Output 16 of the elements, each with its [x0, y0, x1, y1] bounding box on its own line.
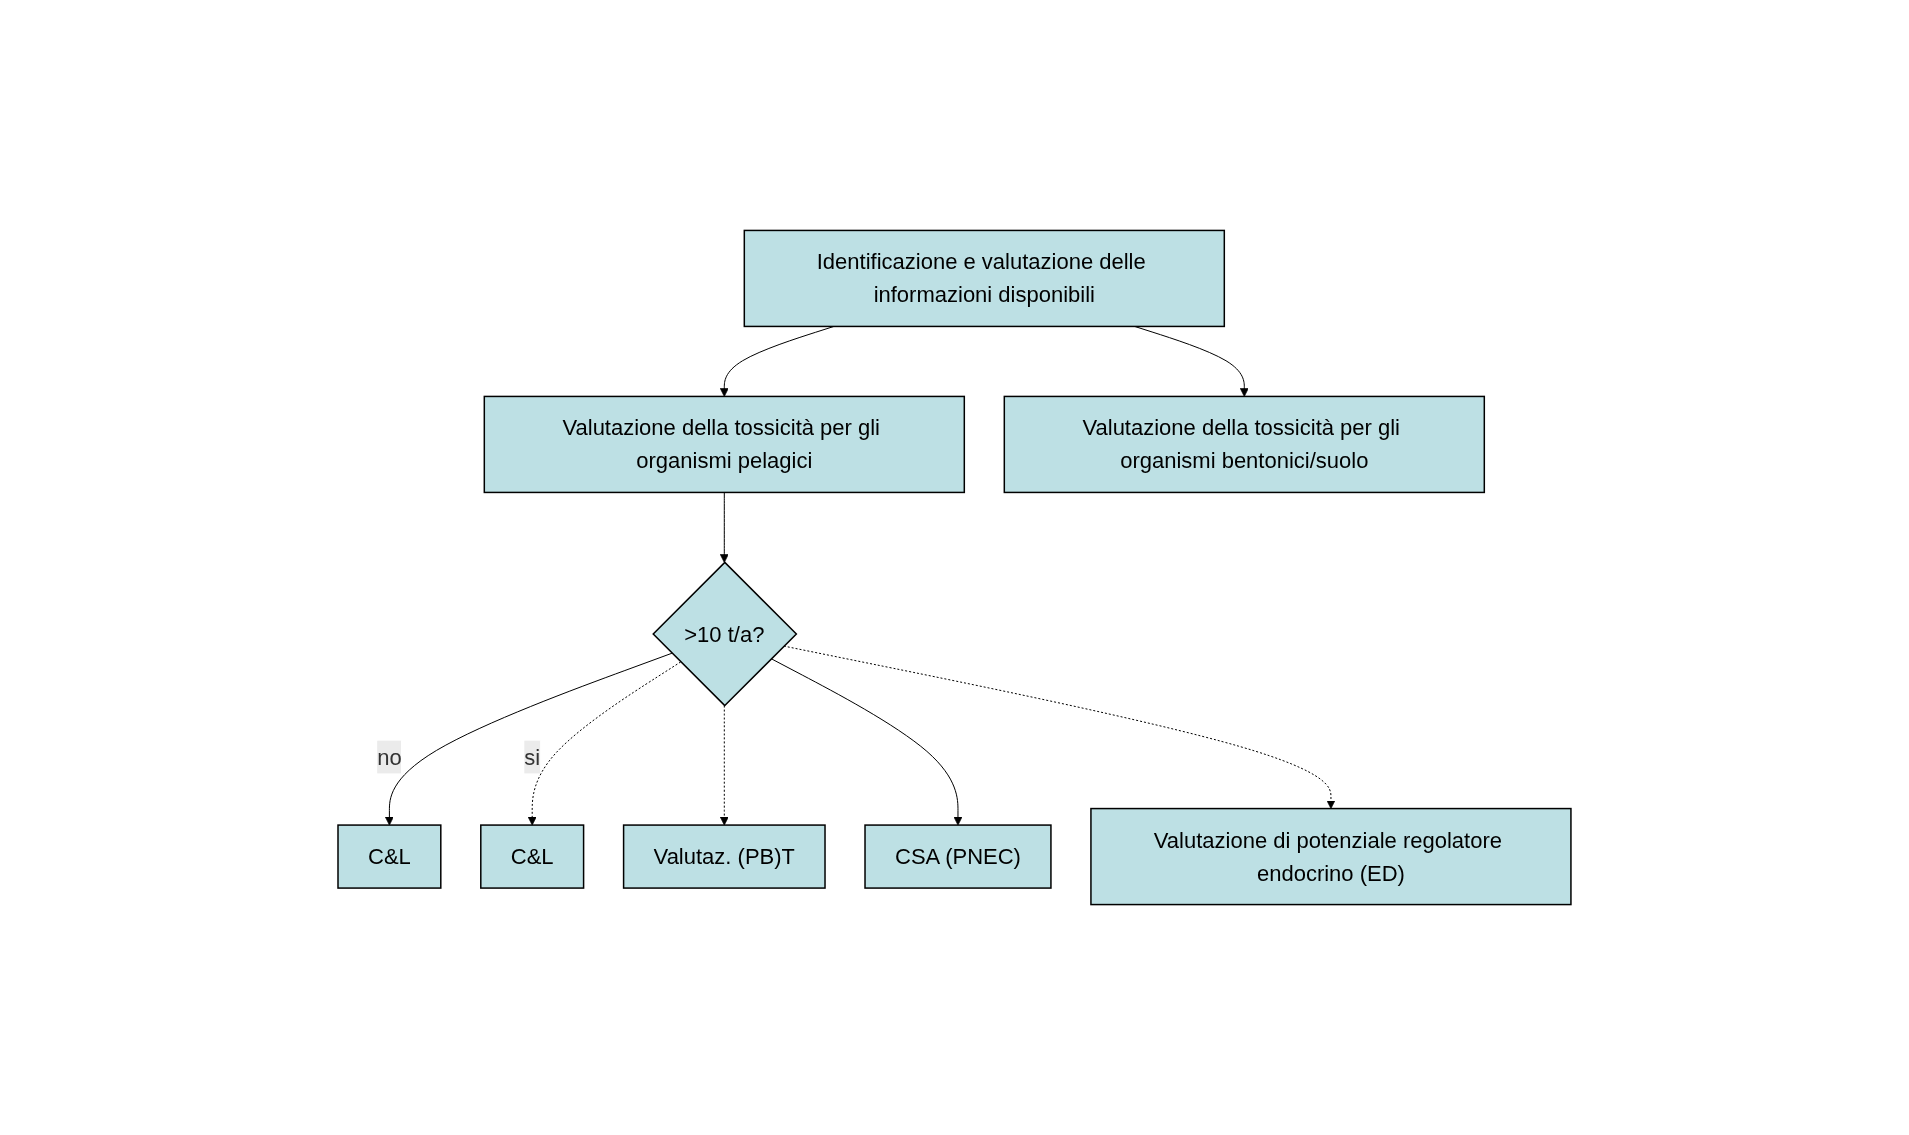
- edge-label: si: [524, 744, 541, 770]
- node-box: CSA (PNEC): [864, 824, 1052, 889]
- node-box: Identificazione e valutazione delle informazioni disponibili: [743, 229, 1226, 328]
- arrow: [719, 491, 729, 563]
- arrow: [770, 658, 963, 826]
- node-diamond: >10 t/a?: [652, 561, 798, 707]
- node-box: Valutazione della tossicità per gli organismi pelagici: [483, 395, 966, 494]
- arrow: [527, 661, 682, 826]
- node-box: Valutazione di potenziale regolatore endocrino (ED): [1090, 807, 1572, 906]
- node-box: Valutaz. (PB)T: [622, 824, 826, 889]
- node-box: Valutazione della tossicità per gli organismi bentonici/suolo: [1003, 395, 1486, 494]
- node-box: C&L: [337, 824, 442, 889]
- arrow: [385, 652, 673, 826]
- node-box: C&L: [480, 824, 585, 889]
- arrow: [719, 705, 729, 826]
- edge-label: no: [377, 744, 402, 770]
